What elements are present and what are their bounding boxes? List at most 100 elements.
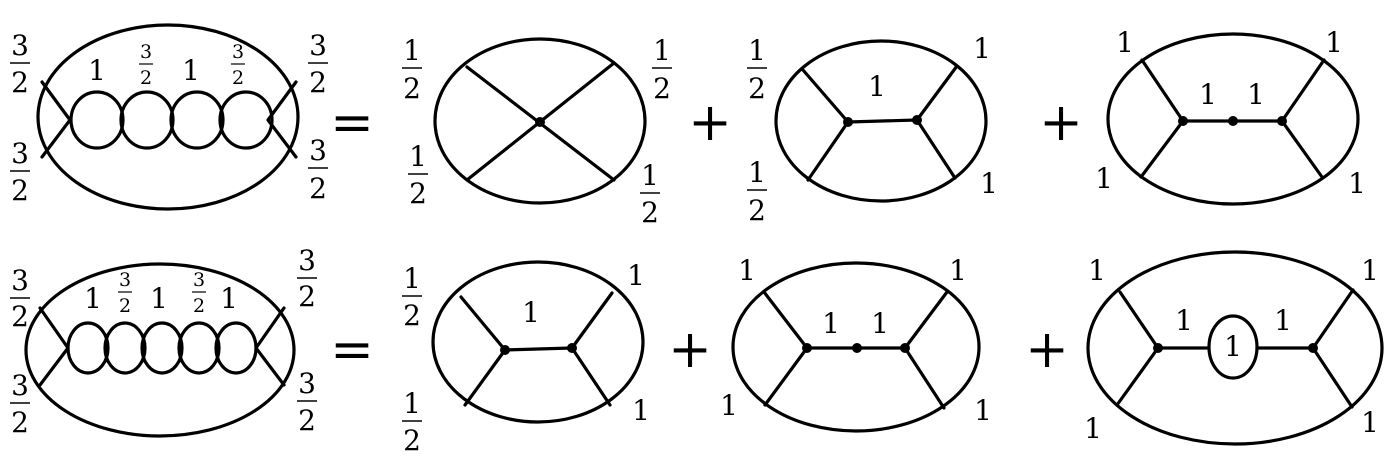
svg-text:3: 3 [193,269,205,291]
leg-label-bottom-right: 1 [632,394,650,427]
svg-text:2: 2 [232,67,244,89]
bubble-4 [218,90,274,150]
equation-2: 3 2 3 2 3 2 3 2 1 3 [10,244,1384,457]
chain-label-5: 1 [220,282,238,315]
outer-ellipse [774,39,988,203]
outer-ellipse [36,23,300,211]
leg-label-bottom-left: 1 [1084,412,1102,445]
svg-text:2: 2 [11,66,29,99]
rhs-diagram-1c: 1 1 1 1 1 1 [1095,26,1366,206]
chain-label-3: 1 [150,282,168,315]
internal-label-center: 1 [1224,330,1242,363]
svg-text:1: 1 [748,34,766,67]
leg-label-bottom-right: 1 2 [640,159,660,229]
rhs-diagram-1a: 1 2 1 2 1 2 1 2 [402,34,672,229]
rhs-diagram-2a: 1 1 2 1 2 1 1 [402,259,650,457]
svg-text:2: 2 [298,404,316,437]
plus-sign: + [668,320,712,380]
svg-text:2: 2 [403,72,421,105]
svg-text:3: 3 [11,29,29,62]
svg-text:3: 3 [309,29,327,62]
internal-label-right: 1 [871,307,889,340]
leg-label-bottom-left: 1 2 [408,140,428,210]
bubble-2 [103,321,147,375]
svg-text:3: 3 [298,367,316,400]
leg-label-bottom-right: 3 2 [308,134,328,205]
internal-label-right: 1 [1274,304,1292,337]
leg-label-bottom-right: 1 [1348,167,1366,200]
right-vertex-lines [266,80,298,159]
chain-label-2: 3 2 [118,269,132,317]
chain-label-1: 1 [88,54,106,87]
svg-text:2: 2 [193,295,205,317]
plus-sign: + [688,93,732,153]
svg-text:2: 2 [140,67,152,89]
svg-text:2: 2 [309,172,327,205]
leg-label-bottom-right: 1 [974,394,992,427]
left-vertex-lines [38,306,70,387]
outer-ellipse [731,261,981,433]
svg-text:3: 3 [140,41,152,63]
svg-text:3: 3 [11,369,29,402]
leg-label-bottom-left: 1 [1095,162,1113,195]
leg-label-top-right: 1 [973,32,991,65]
leg-label-bottom-left: 1 2 [402,387,422,457]
lhs-diagram-1: 3 2 3 2 3 2 3 2 1 3 [10,23,328,211]
internal-label-left: 1 [822,307,840,340]
svg-text:1: 1 [653,34,671,67]
rhs-diagram-2b: 1 1 1 1 1 1 [720,254,992,433]
rhs-diagram-2c: 1 1 1 1 1 1 1 [1084,250,1384,446]
svg-text:3: 3 [232,41,244,63]
chain-label-2: 3 2 [139,41,153,89]
svg-text:1: 1 [409,140,427,173]
svg-text:3: 3 [11,264,29,297]
svg-text:2: 2 [309,66,327,99]
equation-1: 3 2 3 2 3 2 3 2 1 3 [10,23,1366,229]
svg-text:3: 3 [309,134,327,167]
outer-ellipse [1106,32,1360,206]
leg-label-top-right: 1 [1361,254,1379,287]
chain-label-4: 3 2 [231,41,245,89]
svg-text:1: 1 [403,387,421,420]
svg-text:2: 2 [298,280,316,313]
leg-label-bottom-left: 3 2 [10,137,30,207]
plus-sign: + [1025,320,1069,380]
svg-text:2: 2 [748,194,766,227]
outer-ellipse [1086,250,1384,446]
leg-label-bottom-left: 1 2 [747,156,767,227]
bubble-5 [214,321,258,375]
bubble-2 [119,90,175,150]
leg-label-top-right: 3 2 [308,29,328,99]
leg-label-top-left: 1 2 [402,262,422,332]
svg-text:3: 3 [298,244,316,277]
leg-label-top-right: 1 [1325,26,1343,59]
leg-label-top-left: 3 2 [10,264,30,333]
leg-label-top-left: 1 [1088,254,1106,287]
chain-label-3: 1 [182,54,200,87]
svg-text:2: 2 [403,299,421,332]
svg-text:1: 1 [641,159,659,192]
bubble-1 [66,321,110,375]
svg-text:2: 2 [641,196,659,229]
chain-label-4: 3 2 [192,269,206,317]
svg-text:2: 2 [11,300,29,333]
leg-label-bottom-left: 1 [720,389,738,422]
svg-text:2: 2 [653,72,671,105]
svg-text:2: 2 [11,406,29,439]
internal-label-left: 1 [1175,304,1193,337]
svg-text:1: 1 [748,156,766,189]
outer-ellipse [433,37,647,205]
svg-text:1: 1 [403,262,421,295]
bubble-1 [69,90,125,150]
svg-text:2: 2 [748,72,766,105]
leg-label-bottom-right: 1 [980,167,998,200]
equals-sign: = [330,320,374,380]
internal-label: 1 [868,70,886,103]
svg-text:2: 2 [409,177,427,210]
svg-text:2: 2 [11,174,29,207]
svg-text:2: 2 [403,424,421,457]
leg-label-bottom-right: 1 [1361,406,1379,439]
leg-label-top-left: 3 2 [10,29,30,99]
svg-text:3: 3 [119,269,131,291]
